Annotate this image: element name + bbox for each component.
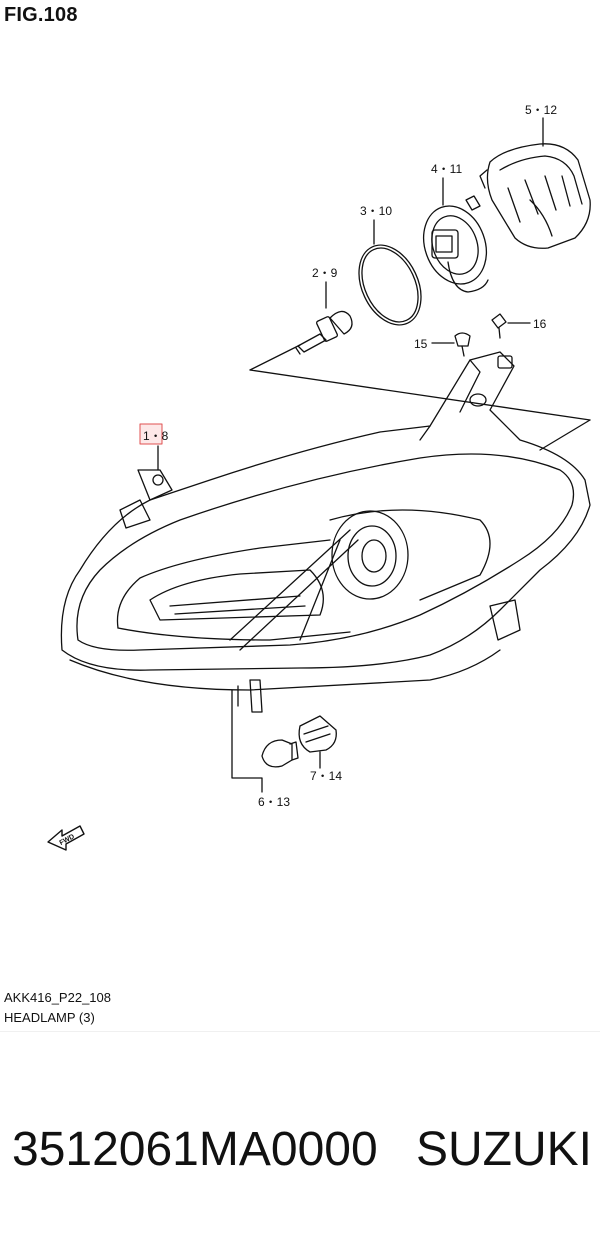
part-screw-16[interactable] [491,313,507,339]
brand-name: SUZUKI [415,1123,592,1176]
assembly-line-b [249,369,591,421]
callout-7-14[interactable]: 7・14 [310,769,342,783]
callout-16[interactable]: 16 [533,317,547,331]
callout-2-9[interactable]: 2・9 [312,266,338,280]
callout-5-12[interactable]: 5・12 [525,103,557,117]
leader-6 [231,689,263,793]
highlight-box-1 [139,423,163,445]
part-o-ring[interactable] [347,235,433,335]
part-marker-bulb[interactable] [261,739,299,768]
callout-4-11[interactable]: 4・11 [431,162,462,176]
assembly-line-a [249,344,301,371]
divider [0,1031,600,1032]
figure-title: FIG.108 [4,4,78,26]
part-number: 3512061MA0000 [12,1123,378,1176]
part-dust-cover[interactable] [479,143,591,249]
headlamp-exploded-diagram: 5・12 4・11 3・10 2・9 16 15 1・8 7・14 6・13 F… [47,103,591,851]
callout-15[interactable]: 15 [414,337,428,351]
footer: 3512061MA0000 SUZUKI [12,1122,592,1182]
diagram-ref-code: AKK416_P22_108 [4,990,111,1005]
fwd-arrow-icon [47,825,85,851]
part-headlamp-housing[interactable] [60,351,591,713]
part-clip-15[interactable] [454,332,471,357]
callout-3-10[interactable]: 3・10 [360,204,392,218]
assembly-line-c [539,419,591,451]
section-name: HEADLAMP (3) [4,1010,95,1025]
callout-1-8[interactable]: 1・8 [143,429,169,443]
part-bulb-socket[interactable] [413,195,497,293]
callout-6-13[interactable]: 6・13 [258,795,290,809]
part-marker-socket[interactable] [298,715,337,753]
part-hid-bulb[interactable] [295,310,353,355]
